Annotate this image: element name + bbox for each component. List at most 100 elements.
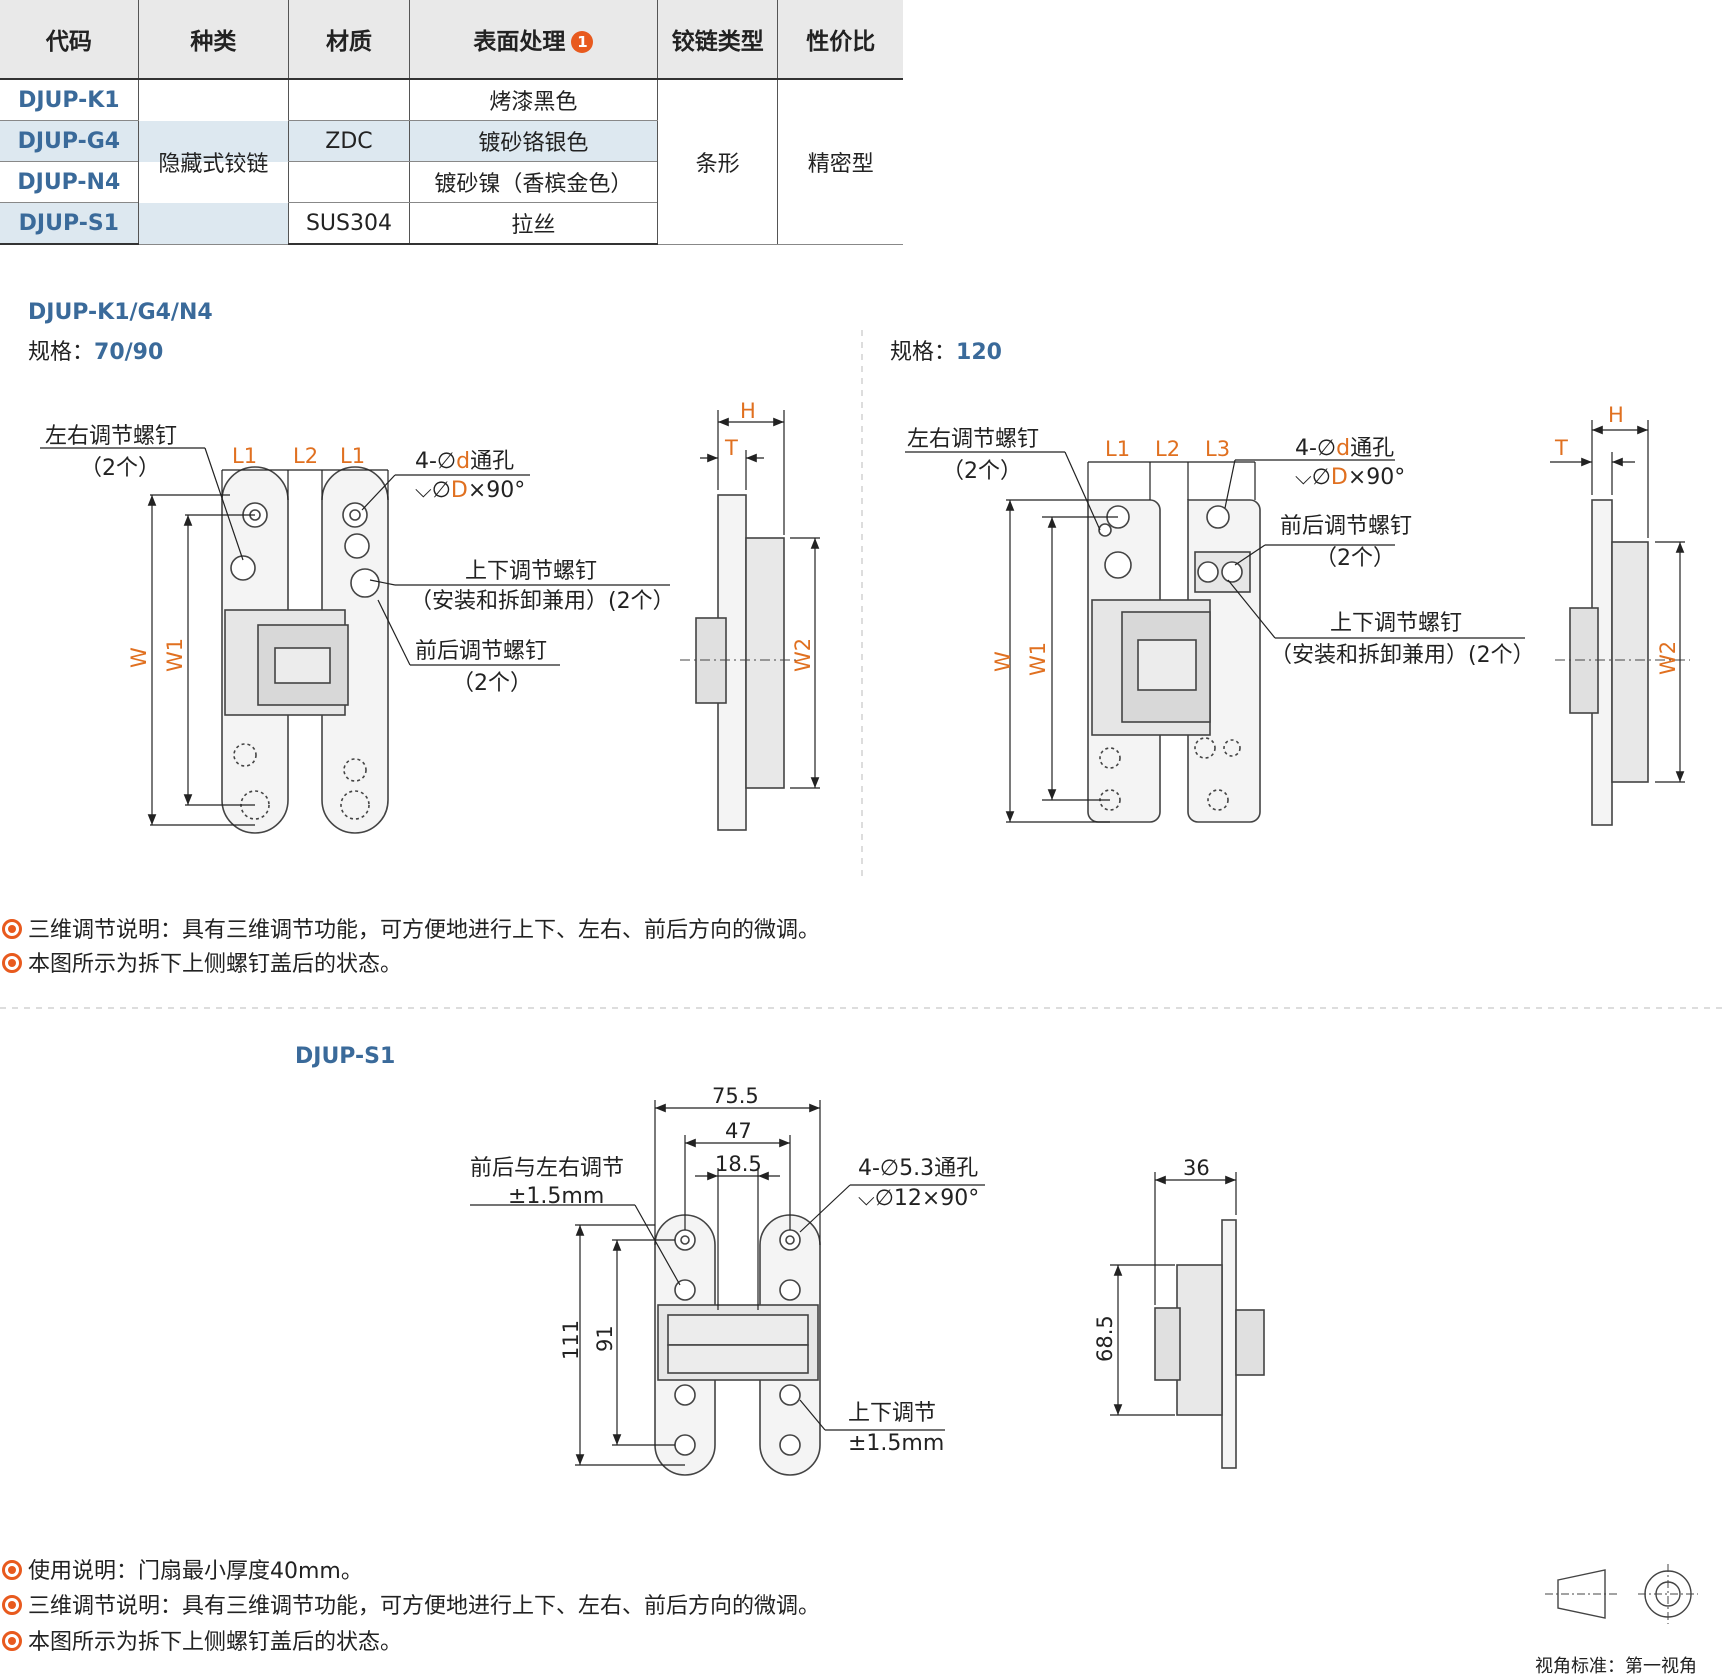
note-text: 三维调节说明：具有三维调节功能，可方便地进行上下、左右、前后方向的微调。 — [28, 1594, 821, 1619]
dim-W1-b: W1 — [1026, 642, 1050, 676]
first-angle-projection-icon — [1545, 1564, 1698, 1624]
hinge-70-90-side — [680, 494, 800, 831]
dim-T-a: T — [724, 436, 738, 460]
material-cell: ZDC — [288, 120, 410, 162]
dim-L3-c: L3 — [1205, 437, 1230, 461]
dim-91: 91 — [593, 1325, 617, 1352]
callout-lr-screw: 左右调节螺钉 — [907, 427, 1039, 452]
callout-csk: ⌵∅D×90° — [1295, 465, 1405, 490]
header-surface-label: 表面处理 — [473, 29, 566, 55]
callout-pm15: ±1.5mm — [848, 1431, 944, 1456]
header-hinge-type: 铰链类型 — [656, 0, 778, 80]
table-row: DJUP-S1 SUS304 拉丝 — [0, 202, 903, 245]
hinge-type-cell: 条形 — [656, 79, 778, 245]
dim-L1-b: L1 — [340, 444, 365, 468]
dim-H-b: H — [1608, 403, 1624, 427]
bullet-icon — [2, 1595, 22, 1615]
dims-s1-side — [1110, 1172, 1237, 1416]
section1-title: DJUP-K1/G4/N4 — [28, 300, 213, 325]
dim-T-b: T — [1554, 436, 1568, 460]
material-cell-empty — [288, 79, 410, 121]
dim-L1-a: L1 — [232, 444, 257, 468]
callout-ud-screw: 上下调节螺钉 — [465, 559, 597, 584]
note-cover: 本图所示为拆下上侧螺钉盖后的状态。 — [2, 946, 402, 978]
dims-70-90 — [40, 447, 670, 826]
header-code: 代码 — [0, 0, 139, 80]
finish-cell: 镀砂铬银色 — [408, 120, 658, 162]
dim-L2-a: L2 — [293, 444, 318, 468]
hinge-120-side — [1555, 499, 1690, 826]
hinge-s1-front — [654, 1214, 821, 1476]
dim-47: 47 — [725, 1119, 752, 1143]
spec-value-b: 120 — [956, 340, 1002, 365]
dim-W2-a: W2 — [791, 638, 815, 672]
dims-70-90-side — [700, 410, 820, 789]
spec-label-text: 规格： — [890, 340, 957, 365]
dim-18-5: 18.5 — [715, 1152, 762, 1176]
finish-cell: 镀砂镍（香槟金色） — [408, 161, 658, 203]
dim-68-5: 68.5 — [1093, 1315, 1117, 1362]
dim-36: 36 — [1183, 1156, 1210, 1180]
finish-cell: 拉丝 — [408, 202, 658, 245]
callout-fb-screw: 前后调节螺钉 — [1280, 514, 1412, 539]
callout-count: （2个） — [452, 671, 532, 696]
code-cell: DJUP-N4 — [0, 161, 139, 203]
header-value: 性价比 — [777, 0, 903, 80]
dim-111: 111 — [559, 1320, 583, 1360]
dims-s1 — [470, 1100, 985, 1466]
callout-fb-screw: 前后调节螺钉 — [415, 639, 547, 664]
callout-ud: 上下调节 — [848, 1401, 936, 1426]
spec-value-a: 70/90 — [94, 340, 164, 365]
view-standard: 视角标准：第一视角 — [1535, 1656, 1697, 1677]
code-cell: DJUP-K1 — [0, 79, 139, 121]
hinge-120-front — [1087, 499, 1261, 823]
callout-fb-lr: 前后与左右调节 — [470, 1156, 624, 1181]
callout-count: （2个） — [80, 456, 160, 481]
bullet-icon — [2, 953, 22, 973]
spec-label-b: 规格：120 — [890, 334, 1002, 366]
type-cell: 隐藏式铰链 — [137, 79, 289, 245]
material-cell-empty — [288, 161, 410, 203]
spec-label-text: 规格： — [28, 340, 95, 365]
material-cell: SUS304 — [288, 202, 410, 245]
table-row: DJUP-K1 隐藏式铰链 烤漆黑色 条形 精密型 — [0, 79, 903, 245]
table-row: DJUP-N4 镀砂镍（香槟金色） — [0, 161, 903, 203]
callout-lr-screw: 左右调节螺钉 — [45, 424, 177, 449]
type-label: 隐藏式铰链 — [158, 151, 269, 177]
note-text: 使用说明：门扇最小厚度40mm。 — [28, 1559, 363, 1584]
callout-ud-screw: 上下调节螺钉 — [1330, 611, 1462, 636]
callout-csk: ⌵∅12×90° — [858, 1186, 979, 1211]
hinge-70-90-front — [221, 466, 389, 834]
spec-label-a: 规格：70/90 — [28, 334, 163, 366]
callout-pm15: ±1.5mm — [508, 1184, 604, 1209]
value-cell: 精密型 — [777, 79, 903, 245]
table-row: DJUP-G4 ZDC 镀砂铬银色 — [0, 120, 903, 162]
finish-cell: 烤漆黑色 — [408, 79, 658, 121]
dim-W2-b: W2 — [1656, 641, 1680, 675]
section2-title: DJUP-S1 — [295, 1044, 396, 1069]
callout-hole: 4-∅d通孔 — [1295, 436, 1394, 461]
dim-W1-a: W1 — [163, 638, 187, 672]
dims-120-side — [1550, 420, 1685, 783]
header-kind: 种类 — [137, 0, 289, 80]
callout-count: （2个） — [942, 459, 1022, 484]
dim-75-5: 75.5 — [712, 1084, 759, 1108]
dim-W-a: W — [127, 647, 151, 668]
bullet-icon — [2, 1560, 22, 1580]
note-3d: 三维调节说明：具有三维调节功能，可方便地进行上下、左右、前后方向的微调。 — [2, 912, 820, 944]
dims-120 — [905, 451, 1525, 823]
hinge-s1-side — [1154, 1219, 1265, 1469]
note-usage: 使用说明：门扇最小厚度40mm。 — [2, 1553, 363, 1585]
code-cell: DJUP-S1 — [0, 202, 139, 245]
note-badge: 1 — [571, 31, 594, 53]
callout-ud-note: （安装和拆卸兼用）(2个） — [410, 589, 675, 614]
dim-W-b: W — [991, 651, 1015, 672]
note-cover: 本图所示为拆下上侧螺钉盖后的状态。 — [2, 1624, 402, 1656]
dim-L2-c: L2 — [1155, 437, 1180, 461]
callout-count: （2个） — [1315, 546, 1395, 571]
code-cell: DJUP-G4 — [0, 120, 139, 162]
